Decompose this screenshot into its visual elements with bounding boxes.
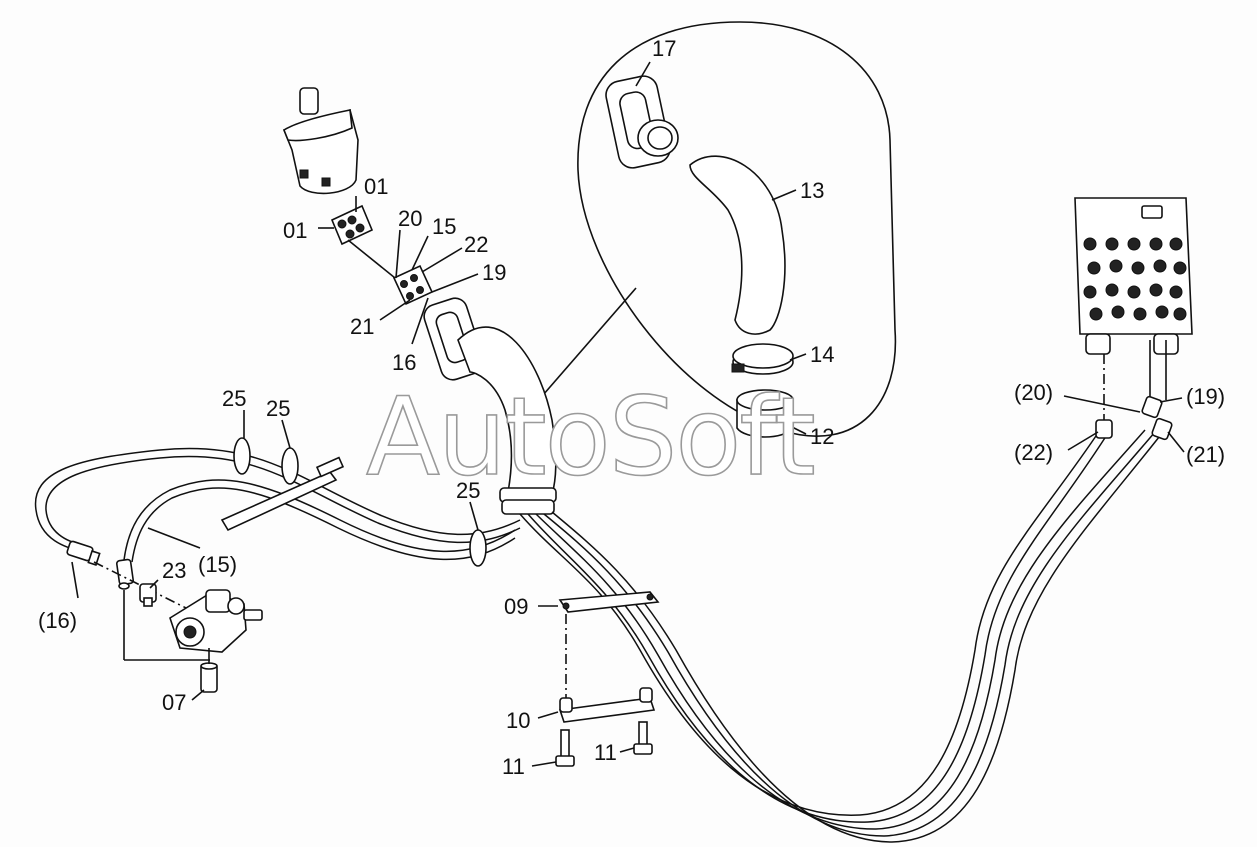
watermark-text: AutoSoft	[366, 375, 814, 500]
hose-end-20-22	[1095, 419, 1113, 439]
label-25-a: 25	[222, 386, 246, 411]
label-09: 09	[504, 594, 528, 619]
label-10: 10	[506, 708, 530, 733]
support-bracket	[220, 471, 338, 532]
label-20-paren: (20)	[1014, 380, 1053, 405]
label-22: 22	[464, 232, 488, 257]
hose-end-21	[1151, 417, 1173, 441]
bracket-part-10	[558, 687, 656, 723]
label-19: 19	[482, 260, 506, 285]
label-20: 20	[398, 206, 422, 231]
label-12: 12	[810, 424, 834, 449]
label-21: 21	[350, 314, 374, 339]
clamp-part-25-c	[469, 529, 487, 567]
fitting-part-23	[139, 583, 157, 607]
label-11-left: 11	[502, 754, 525, 779]
bolt-part-11-right	[633, 721, 653, 755]
pilot-pump-valve	[169, 589, 263, 653]
label-13: 13	[800, 178, 824, 203]
label-25-b: 25	[266, 396, 290, 421]
label-01-upper: 01	[364, 174, 388, 199]
label-21-paren: (21)	[1186, 442, 1225, 467]
leader-lines	[71, 61, 1185, 767]
fitting-part-07	[200, 662, 218, 693]
motor-assembly	[282, 87, 359, 195]
hose-band	[499, 487, 557, 515]
hose-end-15	[115, 558, 135, 590]
bracket-part-09	[558, 591, 660, 613]
fitting-cluster-01	[330, 204, 374, 246]
label-01-left: 01	[283, 218, 307, 243]
hose-end-16	[66, 540, 101, 566]
cap-part-12	[736, 389, 794, 438]
label-07: 07	[162, 690, 186, 715]
hose-end-19	[1141, 395, 1163, 419]
label-15-paren: (15)	[198, 552, 237, 577]
fitting-cluster-15	[392, 264, 434, 306]
label-19-paren: (19)	[1186, 384, 1225, 409]
label-23: 23	[162, 558, 186, 583]
hose-part-13	[689, 155, 786, 335]
clamp-part-25-b	[281, 447, 299, 485]
control-valve-block	[1074, 197, 1193, 355]
grommet-part-17	[605, 75, 679, 169]
label-25-c: 25	[456, 478, 480, 503]
detail-leader-line	[529, 287, 637, 411]
label-14: 14	[810, 342, 834, 367]
label-15: 15	[432, 214, 456, 239]
bolt-part-11-left	[555, 729, 575, 767]
clamp-part-14	[731, 343, 794, 375]
label-17: 17	[652, 36, 676, 61]
hose-bundle-right	[519, 429, 1164, 843]
label-11-right: 11	[594, 740, 617, 765]
clamp-part-25-a	[233, 437, 251, 475]
label-22-paren: (22)	[1014, 440, 1053, 465]
label-16: 16	[392, 350, 416, 375]
hose-loops-left	[34, 447, 521, 563]
label-16-paren: (16)	[38, 608, 77, 633]
